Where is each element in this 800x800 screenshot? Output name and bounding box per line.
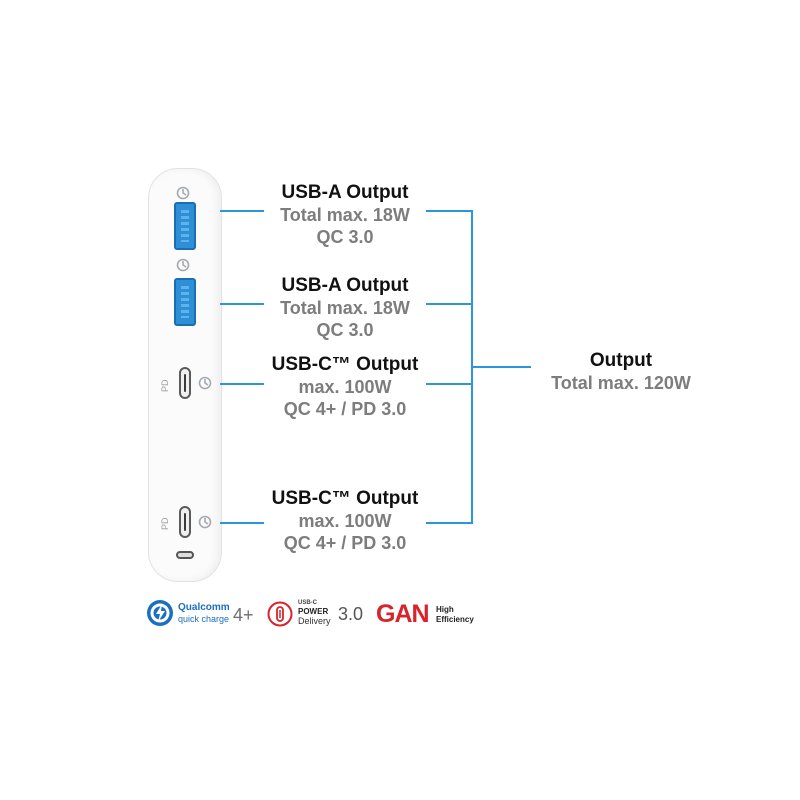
port-title: USB-A Output — [281, 182, 409, 203]
port-protocol: QC 4+ / PD 3.0 — [283, 533, 407, 553]
port-label-usb-a-1: USB-A Output Total max. 18W QC 3.0 — [265, 182, 425, 248]
connector-line — [471, 366, 531, 368]
power-delivery-version: 3.0 — [338, 604, 364, 624]
port-title: USB-A Output — [281, 275, 409, 296]
usb-c-small-text: USB-C — [298, 600, 317, 606]
efficiency-text: Efficiency — [436, 615, 474, 624]
port-title: USB-C™ Output — [271, 354, 419, 375]
port-label-usb-c-1: USB-C™ Output max. 100W QC 4+ / PD 3.0 — [265, 354, 425, 420]
pd-label: PD — [160, 517, 170, 530]
delivery-text: Delivery — [298, 616, 331, 626]
quick-charge-icon — [198, 376, 212, 390]
quick-charge-icon — [176, 186, 190, 200]
port-title: USB-C™ Output — [271, 488, 419, 509]
port-protocol: QC 3.0 — [316, 227, 374, 247]
quick-charge-text: quick charge — [178, 614, 230, 624]
port-label-usb-a-2: USB-A Output Total max. 18W QC 3.0 — [265, 275, 425, 341]
quick-charge-icon — [198, 515, 212, 529]
port-spec: max. 100W — [298, 511, 392, 531]
port-protocol: QC 4+ / PD 3.0 — [283, 399, 407, 419]
gan-brand-text: GAN — [376, 600, 430, 628]
usb-c-port — [179, 506, 191, 538]
port-spec: Total max. 18W — [280, 298, 410, 318]
port-spec: max. 100W — [298, 377, 392, 397]
connector-line — [220, 383, 264, 385]
output-title: Output — [589, 350, 653, 371]
usb-c-port — [179, 367, 191, 399]
quick-charge-icon — [176, 258, 190, 272]
qualcomm-brand-text: Qualcomm — [178, 602, 230, 613]
port-spec: Total max. 18W — [280, 205, 410, 225]
port-protocol: QC 3.0 — [316, 320, 374, 340]
connector-line — [220, 210, 264, 212]
high-text: High — [436, 605, 454, 614]
output-spec: Total max. 120W — [551, 373, 691, 393]
connector-line — [426, 522, 472, 524]
led-indicator-slot — [176, 551, 194, 559]
pd-label: PD — [160, 379, 170, 392]
connector-line — [426, 303, 472, 305]
connector-line — [220, 522, 264, 524]
port-label-usb-c-2: USB-C™ Output max. 100W QC 4+ / PD 3.0 — [265, 488, 425, 554]
power-delivery-icon — [267, 601, 293, 627]
power-text: POWER — [298, 607, 329, 616]
usb-a-port — [174, 202, 196, 250]
connector-line — [426, 210, 472, 212]
output-label: Output Total max. 120W — [536, 350, 706, 394]
connector-line — [220, 303, 264, 305]
connector-line — [426, 383, 472, 385]
quick-charge-logo-icon — [147, 600, 173, 626]
usb-a-port — [174, 278, 196, 326]
quick-charge-version: 4+ — [233, 605, 254, 625]
